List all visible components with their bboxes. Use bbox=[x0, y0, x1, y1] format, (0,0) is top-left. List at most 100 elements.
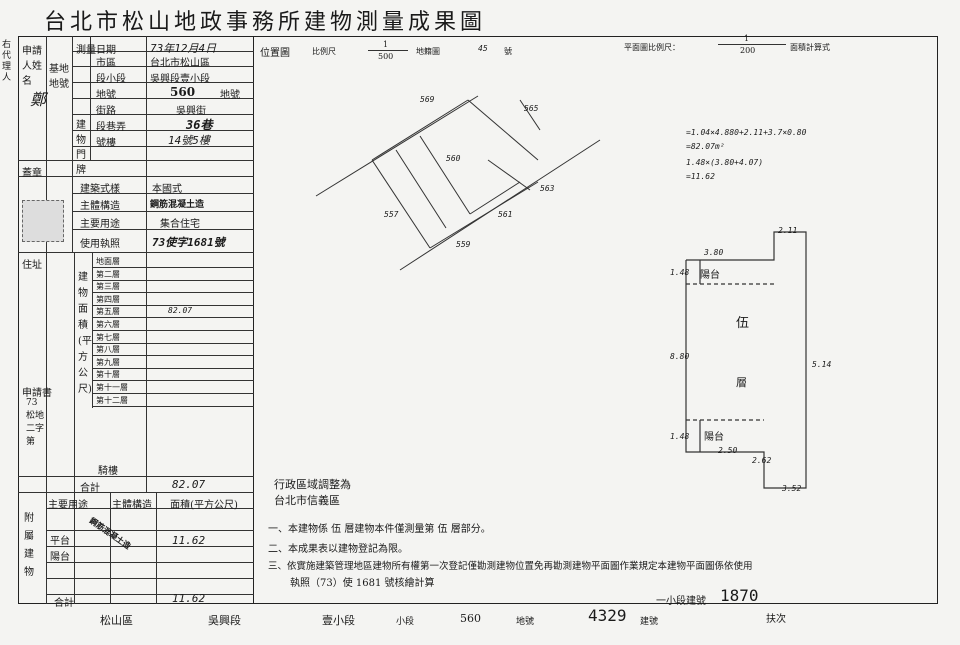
table-line bbox=[46, 546, 254, 547]
site-lot: 559 bbox=[456, 240, 471, 249]
map-label: 地籍圖 bbox=[416, 47, 440, 56]
calc-line: =82.07m² bbox=[686, 142, 725, 151]
plan-scale-label: 平面圖比例尺： bbox=[624, 43, 680, 52]
admin-note: 行政區域調整為 bbox=[274, 478, 351, 491]
floor-row-line bbox=[92, 317, 254, 319]
annex-label: 附屬建物 bbox=[24, 513, 34, 578]
note-line: 二、本成果表以建物登記為限。 bbox=[268, 544, 408, 555]
table-line bbox=[46, 508, 254, 509]
table-line bbox=[72, 66, 254, 67]
footer-district: 松山區 bbox=[100, 614, 133, 627]
table-line bbox=[72, 51, 254, 52]
table-line bbox=[72, 211, 254, 212]
use-value: 集合住宅 bbox=[160, 219, 200, 230]
table-line bbox=[72, 130, 254, 131]
site-lot: 560 bbox=[446, 154, 461, 163]
footer-section: 吳興段 bbox=[208, 614, 241, 627]
door-label: 建物門牌 bbox=[76, 120, 86, 176]
floor-row-line bbox=[92, 380, 254, 382]
scale-den: 500 bbox=[378, 52, 394, 61]
style-label: 建築式樣 bbox=[80, 184, 120, 195]
number-label: 號樓 bbox=[96, 138, 116, 149]
map-value: 45 bbox=[478, 44, 488, 53]
floor-suffix: 層 bbox=[736, 376, 747, 389]
total-value: 82.07 bbox=[172, 478, 206, 491]
floor-row-line bbox=[92, 405, 254, 407]
floor-row-line bbox=[92, 279, 254, 281]
applicant2-value: 73松地二字第 bbox=[26, 398, 45, 447]
note-line: 一、本建物係 伍 層建物本件僅測量第 伍 層部分。 bbox=[268, 524, 491, 535]
admin-value: 台北市信義區 bbox=[274, 494, 340, 507]
footer-sub-suffix: 小段 bbox=[396, 617, 415, 627]
building-label: 建物面積(平方公尺) bbox=[78, 272, 92, 395]
footer-bldg-suffix: 建號 bbox=[640, 617, 659, 627]
note-line: 執照（73）使 1681 號核繪計算 bbox=[290, 578, 435, 589]
plan-scale-num: 1 bbox=[744, 34, 750, 43]
applicant-value: 鄭 bbox=[30, 90, 47, 109]
floor-text: 伍 bbox=[736, 316, 750, 331]
table-line bbox=[72, 193, 254, 194]
footer-batch-value: 1870 bbox=[720, 586, 759, 605]
calc-label: 面積計算式 bbox=[790, 43, 830, 52]
permit-value: 73使字1681號 bbox=[152, 236, 225, 249]
annex-row-area: 11.62 bbox=[172, 534, 206, 547]
total-label: 合計 bbox=[80, 483, 100, 494]
calc-line: =1.04×4.880+2.11+3.7×0.80 bbox=[686, 128, 807, 137]
section-label: 段小段 bbox=[96, 74, 126, 85]
annex-header-use: 主要用途 bbox=[48, 500, 88, 511]
floor-plan bbox=[685, 231, 807, 489]
survey-date-value: 73年12月4日 bbox=[150, 42, 217, 55]
lot-label: 地號 bbox=[96, 90, 116, 101]
plan-dim: 2.11 bbox=[778, 226, 798, 235]
base-label: 基地地號 bbox=[49, 64, 69, 90]
table-line bbox=[18, 160, 254, 161]
site-lot: 565 bbox=[524, 104, 539, 113]
table-line bbox=[146, 36, 147, 252]
site-plan bbox=[315, 95, 601, 271]
note-line: 三、依實施建築管理地區建物所有權第一次登記僅勘測建物位置免再勘測建物平面圖作業規… bbox=[268, 561, 753, 572]
table-line bbox=[156, 492, 157, 604]
footer-lot-suffix: 地號 bbox=[516, 617, 535, 627]
table-line bbox=[46, 594, 254, 595]
site-lot: 563 bbox=[540, 184, 555, 193]
table-line bbox=[72, 146, 254, 147]
plan-dim: 3.52 bbox=[782, 484, 802, 493]
table-line bbox=[74, 252, 75, 492]
table-line bbox=[74, 492, 75, 604]
footer-batch-label: 一小段建號 bbox=[656, 596, 706, 607]
street-label: 街路 bbox=[96, 106, 116, 117]
floor-value: 82.07 bbox=[168, 306, 193, 316]
top-balcony-label: 陽台 bbox=[700, 270, 720, 281]
floor-row-line bbox=[92, 342, 254, 344]
floor-label: 第十二層 bbox=[96, 395, 128, 405]
address-label: 住址 bbox=[22, 260, 42, 271]
floor-row-line bbox=[92, 393, 254, 394]
plan-scale-bar bbox=[718, 44, 786, 45]
floor-label: 第五層 bbox=[96, 307, 120, 317]
annex-row-use: 平台 bbox=[50, 536, 70, 547]
plan-dim: 2.50 bbox=[718, 446, 738, 455]
district-value: 台北市松山區 bbox=[150, 58, 210, 69]
applicant-label: 申請人姓名 bbox=[22, 46, 42, 87]
footer-sub: 壹小段 bbox=[322, 614, 355, 627]
table-line bbox=[18, 476, 254, 477]
floor-label: 第三層 bbox=[96, 282, 120, 292]
annex-header-struct: 主體構造 bbox=[112, 500, 152, 511]
floor-row-line bbox=[92, 292, 254, 294]
street-value: 吳興街 bbox=[176, 106, 206, 117]
table-line bbox=[72, 98, 254, 99]
site-lot: 557 bbox=[384, 210, 399, 219]
structure-label: 主體構造 bbox=[80, 201, 120, 212]
table-line bbox=[46, 36, 47, 604]
footer-page-label: 扶次 bbox=[766, 614, 786, 625]
floor-label: 第四層 bbox=[96, 294, 120, 304]
seal-stamp bbox=[22, 200, 64, 242]
number-value: 14號5樓 bbox=[168, 134, 210, 147]
footer-lot: 560 bbox=[460, 612, 481, 625]
table-line bbox=[46, 562, 254, 563]
floor-label: 地面層 bbox=[96, 257, 120, 266]
plan-dim: 5.14 bbox=[812, 360, 832, 369]
table-line bbox=[18, 252, 254, 253]
table-line bbox=[46, 578, 254, 579]
